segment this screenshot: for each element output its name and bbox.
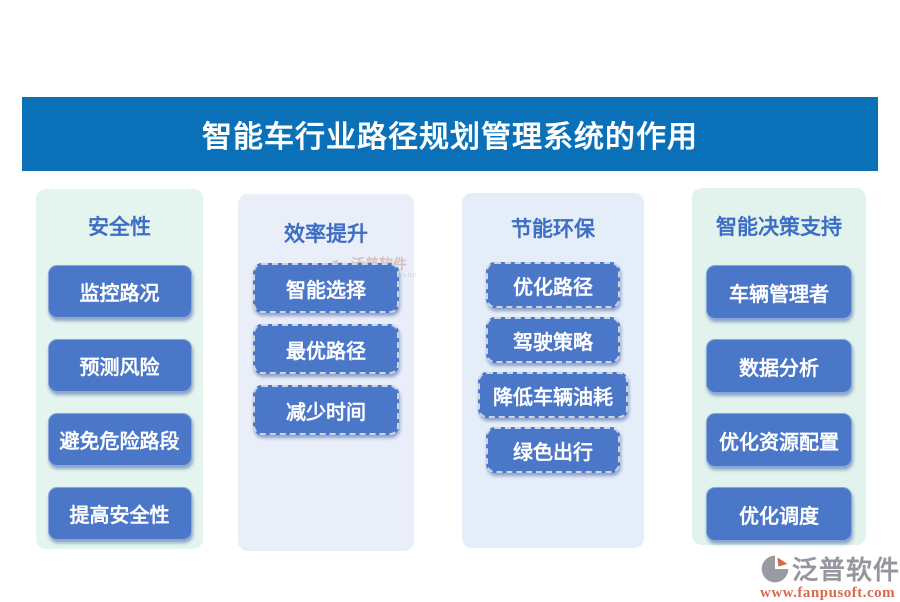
feature-pill: 数据分析 [706,339,852,393]
category-card-decision: 智能决策支持 车辆管理者 数据分析 优化资源配置 优化调度 [692,188,866,545]
category-header: 智能决策支持 [716,215,842,239]
feature-pill: 减少时间 [253,385,399,435]
category-header: 节能环保 [511,217,595,241]
feature-pill: 优化调度 [706,487,852,541]
feature-pill: 优化路径 [486,262,620,308]
feature-pill: 避免危险路段 [47,413,192,466]
category-card-efficiency: 效率提升 泛普软件 FANPU SOFTWARE 智能选择 最优路径 减少时间 [238,194,416,551]
feature-pill: 车辆管理者 [706,265,852,319]
brand-website: www.fanpusoft.com [760,585,896,601]
page-title: 智能车行业路径规划管理系统的作用 [202,121,698,154]
fanpu-logo-icon [761,555,789,582]
feature-pill: 驾驶策略 [486,317,620,363]
brand-name: 泛普软件 [792,556,900,585]
feature-pill: 监控路况 [47,265,192,318]
title-banner: 智能车行业路径规划管理系统的作用 [22,97,878,171]
feature-pill: 提高安全性 [47,487,192,540]
feature-pill: 绿色出行 [486,427,620,473]
category-card-safety: 安全性 监控路况 预测风险 避免危险路段 提高安全性 [36,189,203,549]
feature-pill: 智能选择 [253,263,399,313]
category-header: 效率提升 [284,222,368,246]
feature-pill: 预测风险 [47,339,192,392]
feature-pill: 降低车辆油耗 [478,372,628,418]
feature-pill: 最优路径 [253,324,399,374]
category-card-eco: 节能环保 优化路径 驾驶策略 降低车辆油耗 绿色出行 [462,193,644,548]
brand-mark: 泛普软件 www.fanpusoft.com [760,550,899,602]
category-header: 安全性 [88,215,151,239]
feature-pill: 优化资源配置 [706,413,852,467]
